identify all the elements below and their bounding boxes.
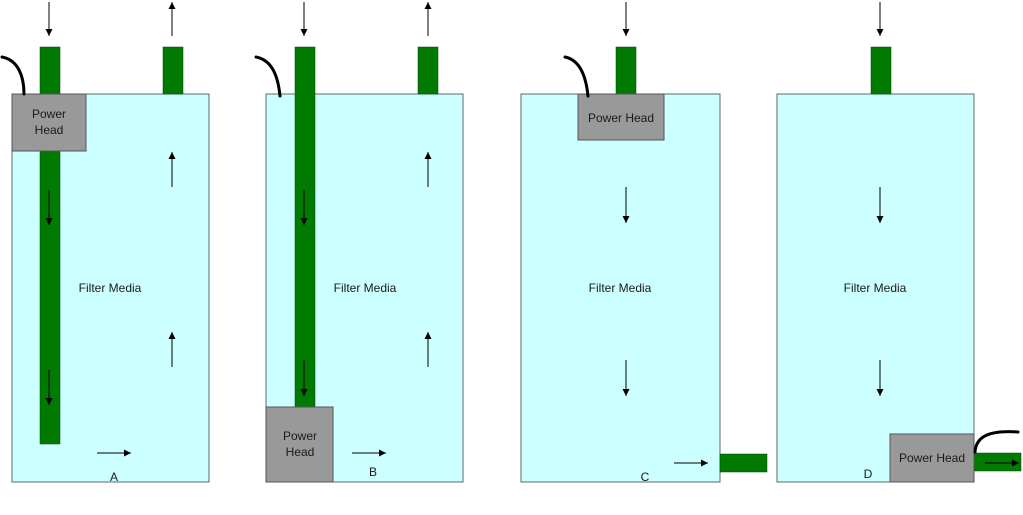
power-cord-d xyxy=(973,430,1020,454)
diagram-a: Power Head Filter Media A xyxy=(0,2,210,484)
diagram-c: Power Head Filter Media C xyxy=(520,2,768,484)
panel-label-c: C xyxy=(641,470,650,484)
tank-d xyxy=(776,93,975,483)
diagram-d: Power Head Filter Media D xyxy=(776,2,1022,483)
inlet-pipe-b xyxy=(294,46,316,408)
panel-label-a: A xyxy=(110,470,118,484)
media-label-b: Filter Media xyxy=(334,281,397,295)
power-cord-b xyxy=(254,55,282,98)
power-head-c xyxy=(577,93,665,141)
diagram-b: Power Head Filter Media B xyxy=(254,2,464,483)
media-label-d: Filter Media xyxy=(844,281,907,295)
power-head-label-d: Power Head xyxy=(899,451,965,465)
inlet-pipe-c xyxy=(615,46,637,95)
inlet-pipe-d xyxy=(870,46,892,95)
power-head-label-a-line1: Power xyxy=(32,107,66,121)
power-head-b xyxy=(265,406,334,483)
power-head-label-a-line2: Head xyxy=(35,123,64,137)
power-head-label-c: Power Head xyxy=(588,111,654,125)
power-head-label-b-line1: Power xyxy=(283,429,317,443)
tank-c xyxy=(520,93,721,483)
outlet-pipe-d xyxy=(973,452,1022,472)
power-cord-a xyxy=(0,55,26,96)
power-head-a xyxy=(11,93,87,152)
power-head-d xyxy=(889,433,975,483)
media-label-a: Filter Media xyxy=(79,281,142,295)
outlet-pipe-c xyxy=(719,453,768,473)
media-label-c: Filter Media xyxy=(589,281,652,295)
power-head-label-b-line2: Head xyxy=(286,445,315,459)
panel-label-d: D xyxy=(864,467,873,481)
panel-label-b: B xyxy=(369,465,377,479)
outlet-pipe-a xyxy=(162,46,184,95)
outlet-pipe-b xyxy=(417,46,439,95)
power-cord-c xyxy=(563,55,590,98)
